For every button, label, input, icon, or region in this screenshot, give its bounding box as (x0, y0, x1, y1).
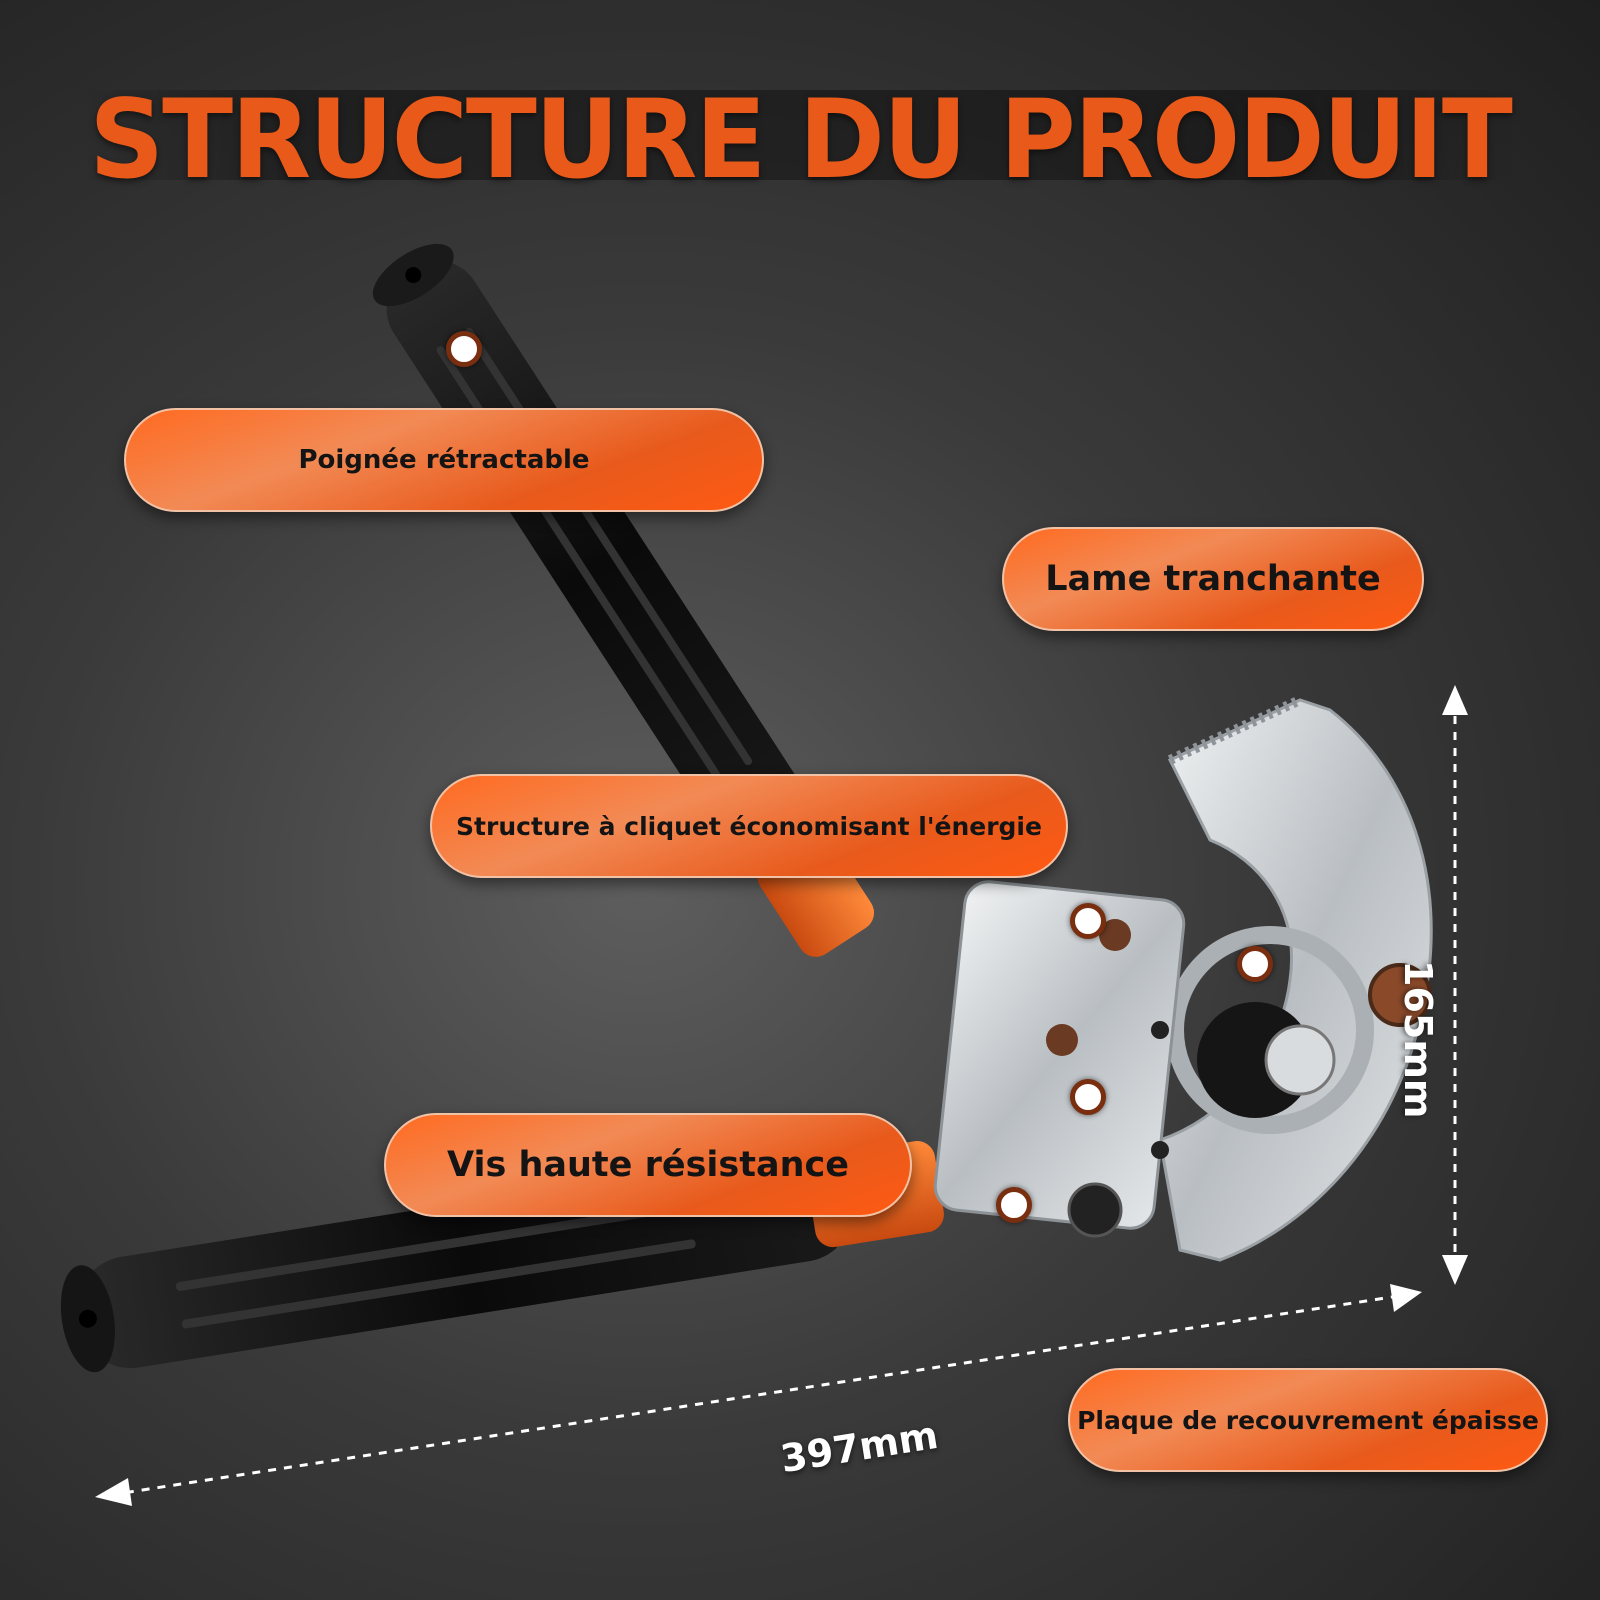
label-blade-text: Lame tranchante (1045, 559, 1381, 599)
marker-handle[interactable] (446, 331, 482, 367)
height-label: 165mm (1396, 960, 1440, 1119)
label-blade: Lame tranchante (1002, 527, 1424, 631)
page-title: STRUCTURE DU PRODUIT (89, 74, 1513, 204)
label-screw: Vis haute résistance (384, 1113, 912, 1217)
marker-ratchet[interactable] (1070, 903, 1106, 939)
cutter-head (933, 695, 1433, 1262)
height-dimension (1442, 685, 1468, 1285)
marker-plate[interactable] (996, 1187, 1032, 1223)
label-plate: Plaque de recouvrement épaisse (1068, 1368, 1548, 1472)
marker-blade[interactable] (1237, 946, 1273, 982)
title-band (80, 90, 1520, 180)
label-ratchet: Structure à cliquet économisant l'énergi… (430, 774, 1068, 878)
label-screw-text: Vis haute résistance (446, 1145, 849, 1185)
length-dimension (95, 1284, 1422, 1506)
label-ratchet-text: Structure à cliquet économisant l'énergi… (456, 811, 1042, 841)
label-plate-text: Plaque de recouvrement épaisse (1077, 1405, 1539, 1435)
label-handle-text: Poignée rétractable (298, 445, 590, 475)
marker-screw[interactable] (1070, 1079, 1106, 1115)
label-handle: Poignée rétractable (124, 408, 764, 512)
